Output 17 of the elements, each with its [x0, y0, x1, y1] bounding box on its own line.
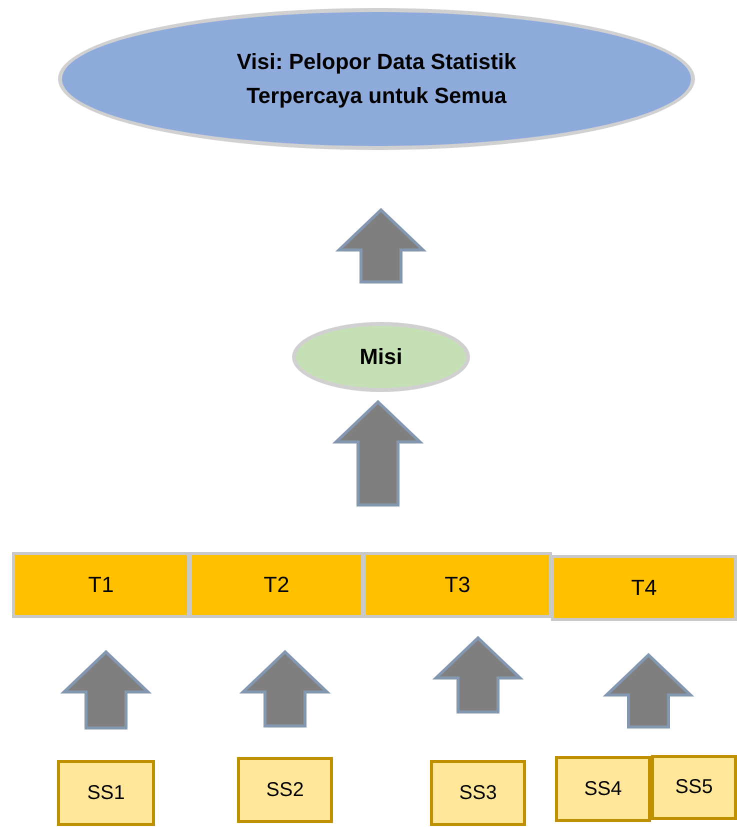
- block-arrow: [602, 652, 694, 728]
- strategy-box: SS2: [237, 757, 333, 823]
- goal-box: T4: [551, 555, 737, 621]
- goal-box: T1: [12, 552, 190, 618]
- block-arrow: [239, 650, 331, 728]
- block-arrow: [60, 650, 152, 730]
- block-arrow: [432, 636, 524, 714]
- strategy-box: SS1: [57, 760, 155, 826]
- mission-ellipse: Misi: [292, 322, 470, 392]
- strategy-box: SS5: [651, 755, 737, 820]
- goal-box: T2: [189, 552, 364, 618]
- block-arrow: [335, 208, 427, 284]
- goal-box: T3: [363, 552, 552, 618]
- strategy-box: SS4: [555, 756, 651, 822]
- vision-ellipse: Visi: Pelopor Data Statistik Terpercaya untuk Semua: [58, 8, 695, 150]
- strategy-box: SS3: [430, 760, 526, 826]
- block-arrow: [332, 400, 424, 506]
